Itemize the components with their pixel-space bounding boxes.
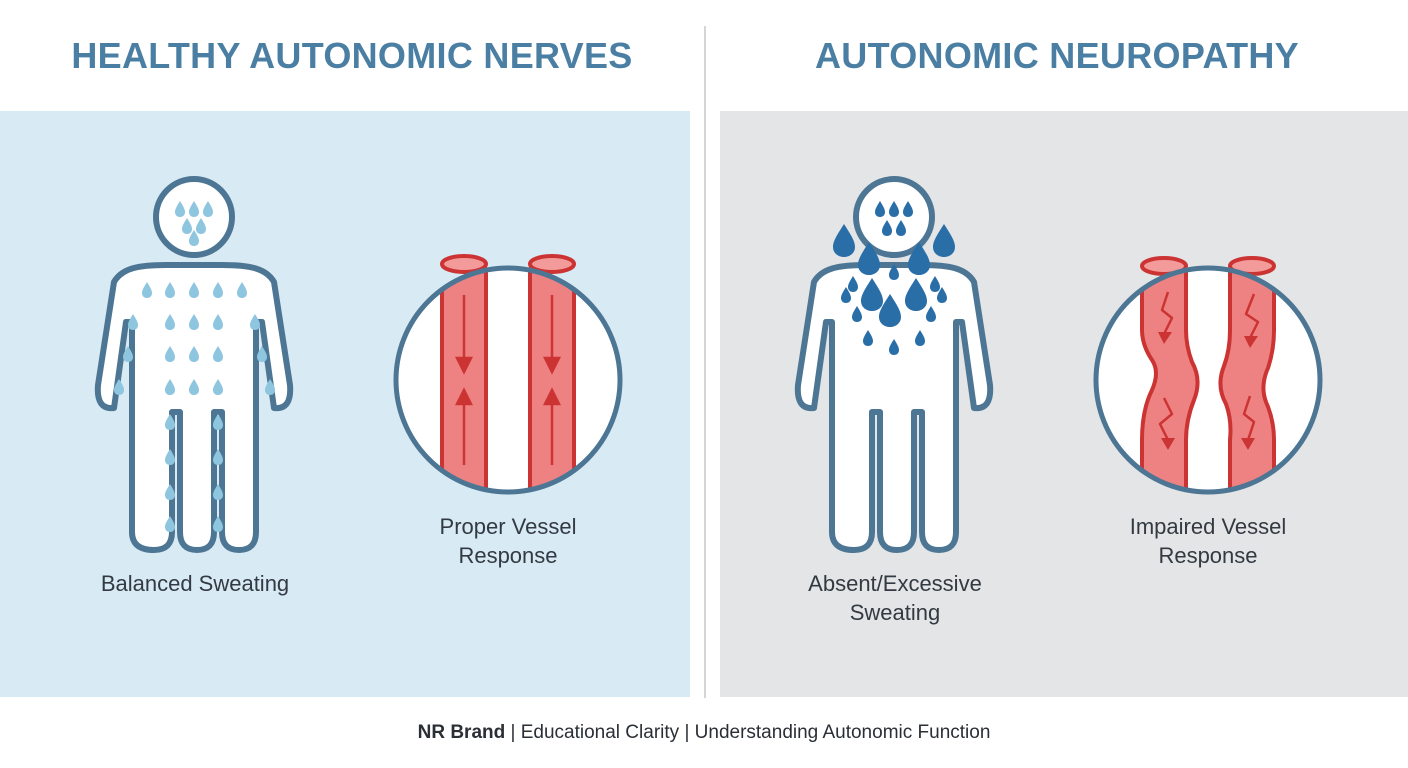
proper-vessel-line2: Response: [458, 543, 558, 568]
footer: NR Brand | Educational Clarity | Underst…: [0, 720, 1408, 746]
neuropathy-person-icon: [798, 176, 990, 550]
footer-tagline-2: Understanding Autonomic Function: [694, 722, 991, 743]
impaired-vessel-line2: Response: [1158, 543, 1258, 568]
footer-separator-1: |: [510, 722, 516, 743]
proper-vessel-line1: Proper Vessel: [439, 514, 577, 539]
impaired-vessel-label: Impaired Vessel Response: [1088, 512, 1328, 570]
footer-separator-2: |: [684, 722, 690, 743]
abnormal-sweating-label: Absent/Excessive Sweating: [750, 569, 1040, 627]
center-divider: [704, 26, 706, 698]
balanced-sweating-label: Balanced Sweating: [40, 569, 350, 598]
impaired-vessels-icon: [1093, 256, 1323, 495]
abnormal-sweating-line2: Sweating: [849, 600, 941, 625]
healthy-person-icon: [98, 176, 290, 550]
neuropathy-heading: AUTONOMIC NEUROPATHY: [814, 35, 1299, 76]
footer-tagline-1: Educational Clarity: [520, 722, 680, 743]
healthy-heading: HEALTHY AUTONOMIC NERVES: [71, 35, 633, 76]
balanced-sweating-text: Balanced Sweating: [100, 571, 290, 596]
footer-brand: NR Brand: [417, 722, 506, 743]
proper-vessel-label: Proper Vessel Response: [388, 512, 628, 570]
healthy-vessels-icon: [393, 254, 623, 495]
impaired-vessel-line1: Impaired Vessel: [1129, 514, 1287, 539]
abnormal-sweating-line1: Absent/Excessive: [808, 571, 982, 596]
